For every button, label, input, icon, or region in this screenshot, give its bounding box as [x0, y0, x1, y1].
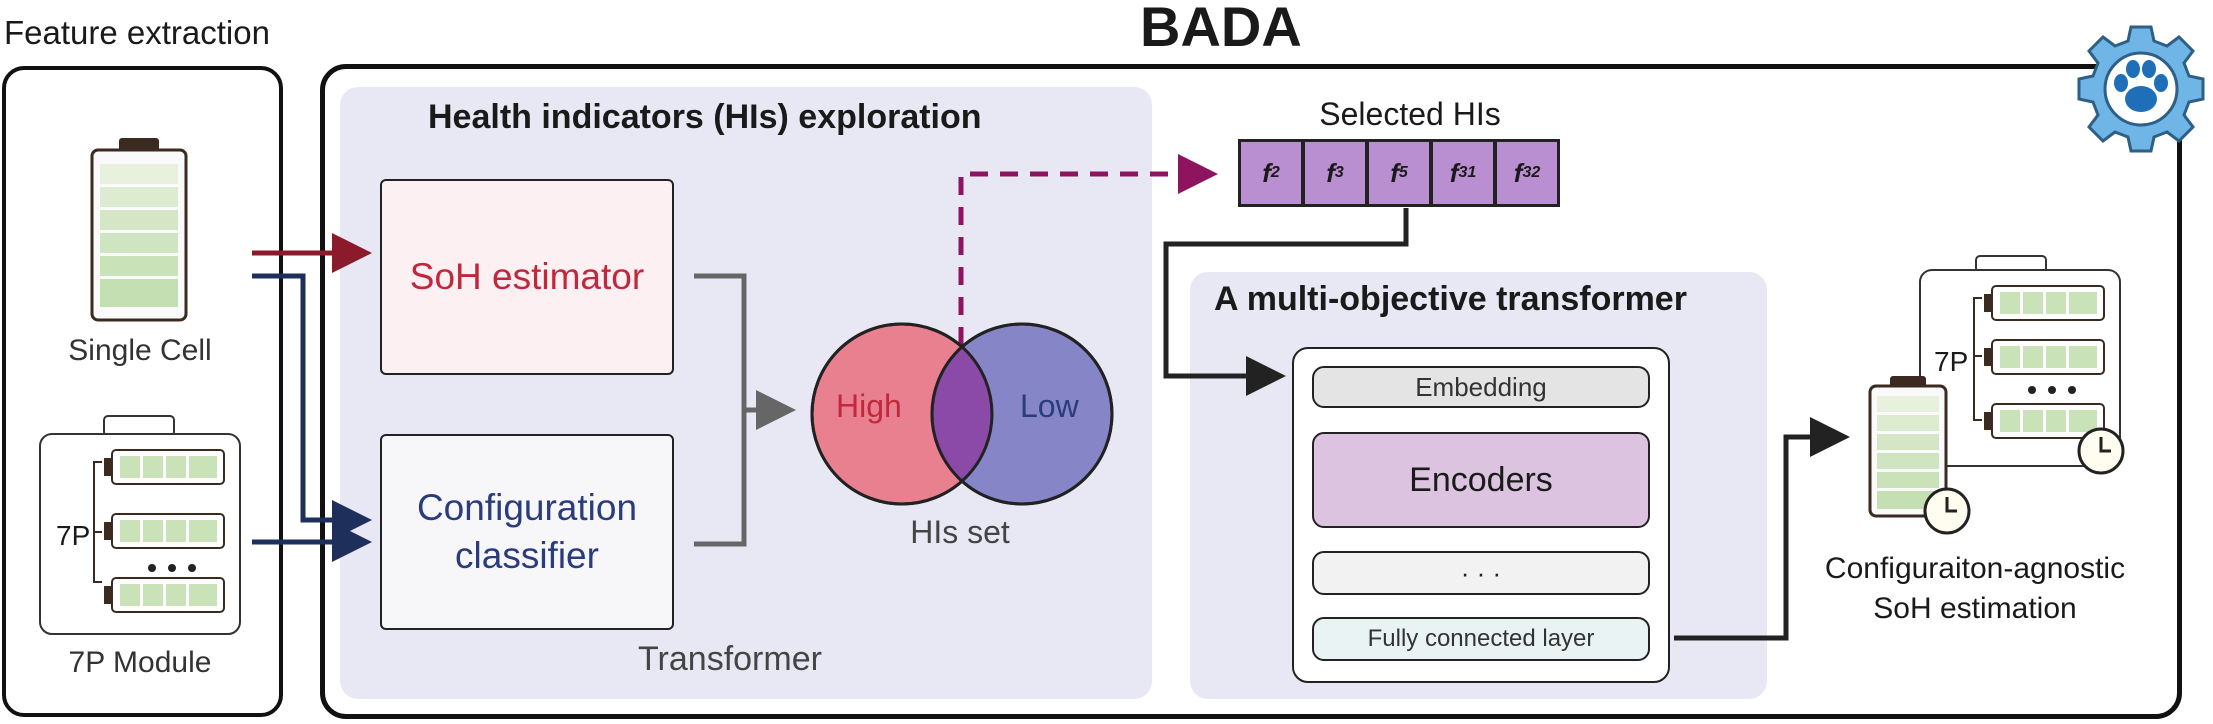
output-clock-cell-icon	[1923, 487, 1971, 535]
fully-connected-block: Fully connected layer	[1312, 617, 1650, 661]
soh-estimator-box: SoH estimator	[380, 179, 674, 375]
his-venn-diagram	[810, 322, 1114, 506]
arrow-bracket-to-venn	[694, 273, 786, 547]
arrow-selected-to-transformer	[1163, 241, 1286, 396]
seven-p-module-icon	[39, 415, 241, 635]
config-classifier-line1: Configuration	[416, 486, 638, 528]
output-label-line2: SoH estimation	[1873, 592, 2077, 625]
config-classifier-line2: classifier	[455, 535, 599, 576]
bada-frame	[320, 64, 2182, 719]
ellipsis-block: · · ·	[1312, 551, 1650, 595]
single-cell-battery-icon	[90, 138, 188, 322]
output-cell-battery-icon	[1868, 376, 1948, 518]
arrow-venn-to-selected	[958, 154, 1218, 345]
arrow-transformer-to-output	[1674, 417, 1850, 641]
transformer-label: Transformer	[638, 640, 822, 678]
encoders-block: Encoders	[1312, 432, 1650, 528]
module-label: 7P Module	[68, 646, 212, 679]
feature-extraction-frame	[2, 66, 283, 717]
venn-set-label: HIs set	[910, 514, 1010, 550]
single-cell-label: Single Cell	[68, 334, 212, 367]
config-classifier-box: Configuration classifier	[380, 434, 674, 630]
venn-overlap	[932, 324, 992, 504]
arrow-cell-to-config	[252, 273, 372, 540]
feature-extraction-label: Feature extraction	[4, 14, 270, 51]
multi-objective-title: A multi-objective transformer	[1214, 280, 1687, 318]
output-module-icon	[1919, 255, 2121, 467]
embedding-block: Embedding	[1312, 366, 1650, 408]
module-tag-7p: 7P	[56, 520, 91, 551]
diagram-title: BADA	[1140, 0, 1302, 58]
gear-paw-icon	[2077, 25, 2205, 153]
hi-exploration-title: Health indicators (HIs) exploration	[428, 98, 982, 136]
output-clock-module-icon	[2077, 427, 2125, 475]
soh-estimator-label: SoH estimator	[409, 256, 645, 297]
venn-high-label: High	[836, 388, 902, 424]
selected-his-label: Selected HIs	[1319, 96, 1501, 132]
output-module-tag-7p: 7P	[1934, 346, 1969, 377]
venn-low-label: Low	[1020, 388, 1079, 424]
output-label-line1: Configuraiton-agnostic	[1824, 552, 2126, 585]
